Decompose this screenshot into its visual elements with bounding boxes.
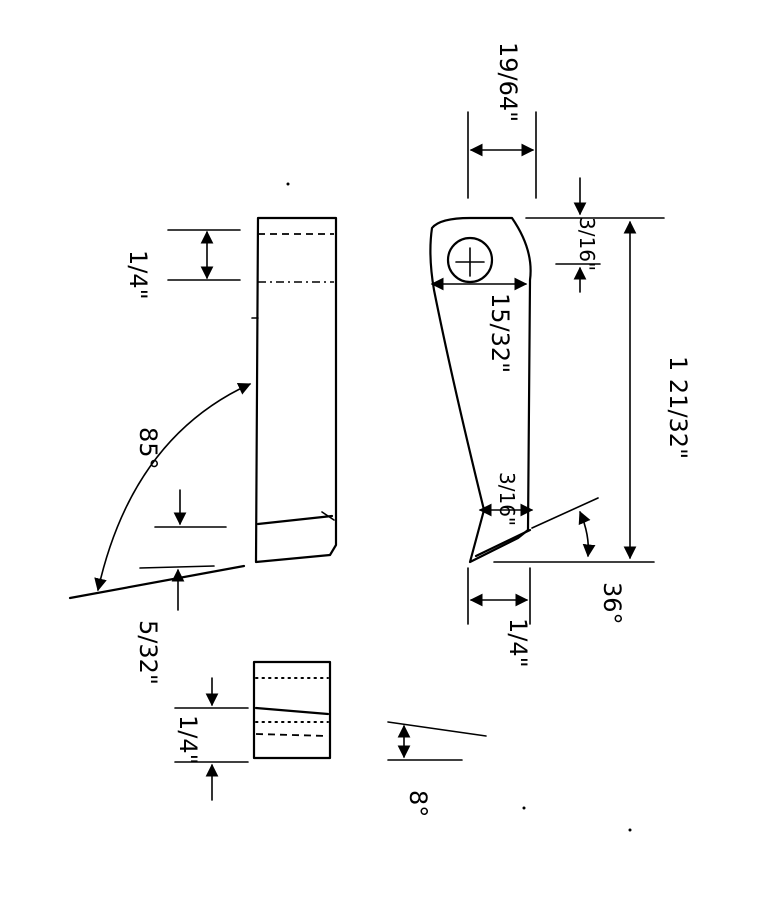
dim-label: 1/4" — [124, 250, 152, 300]
angle-label: 36° — [598, 582, 626, 625]
dim-label: 3/16" — [575, 217, 599, 271]
small-part-view — [252, 660, 332, 760]
bar-side-view — [251, 216, 338, 564]
bar-outline — [254, 216, 338, 564]
dim-overall-length: 1 21/32" — [493, 217, 692, 563]
dim-bar-top-width: 1/4" — [124, 229, 241, 300]
speck — [286, 182, 290, 186]
bar-chamfer-tick — [321, 511, 335, 521]
dim-top-gap: 19/64" — [467, 42, 537, 199]
dim-label: 19/64" — [494, 42, 522, 122]
dim-tip-width: 3/16" — [478, 472, 534, 526]
angle-label: 85° — [134, 427, 162, 470]
small-part-outline — [252, 660, 332, 760]
dim-bar-tip: 5/32" — [134, 489, 227, 685]
angle-label: 8° — [404, 790, 432, 817]
angle-arc — [94, 382, 252, 592]
angle-line — [531, 497, 599, 529]
angle-arc — [578, 510, 596, 558]
dim-label: 15/32" — [486, 293, 514, 373]
dim-hole-diameter: 15/32" — [430, 277, 528, 373]
dim-label: 3/16" — [495, 472, 519, 526]
dim-angle-36: 36° — [531, 497, 626, 625]
dim-label: 1/4" — [504, 618, 532, 668]
dim-angle-8: 8° — [387, 721, 487, 817]
speck — [522, 806, 526, 810]
speck — [628, 828, 632, 832]
scan-specks — [286, 182, 632, 832]
dim-hole-offset: 3/16" — [555, 177, 601, 293]
small-part-slope-line — [254, 706, 330, 716]
angle-reference-line — [68, 564, 246, 600]
dim-label: 5/32" — [134, 620, 162, 685]
angle-line — [387, 721, 487, 737]
dim-bottom-width: 1/4" — [467, 567, 532, 668]
dim-label: 1 21/32" — [664, 356, 692, 459]
bar-chamfer-line — [256, 514, 334, 526]
dim-label: 1/4" — [174, 715, 202, 765]
small-part-hidden-line — [255, 733, 329, 737]
dim-small-part-width: 1/4" — [174, 677, 249, 801]
arm-tip-edge — [474, 528, 532, 558]
dim-angle-85: 85° — [68, 382, 252, 600]
extension-line — [139, 565, 215, 569]
